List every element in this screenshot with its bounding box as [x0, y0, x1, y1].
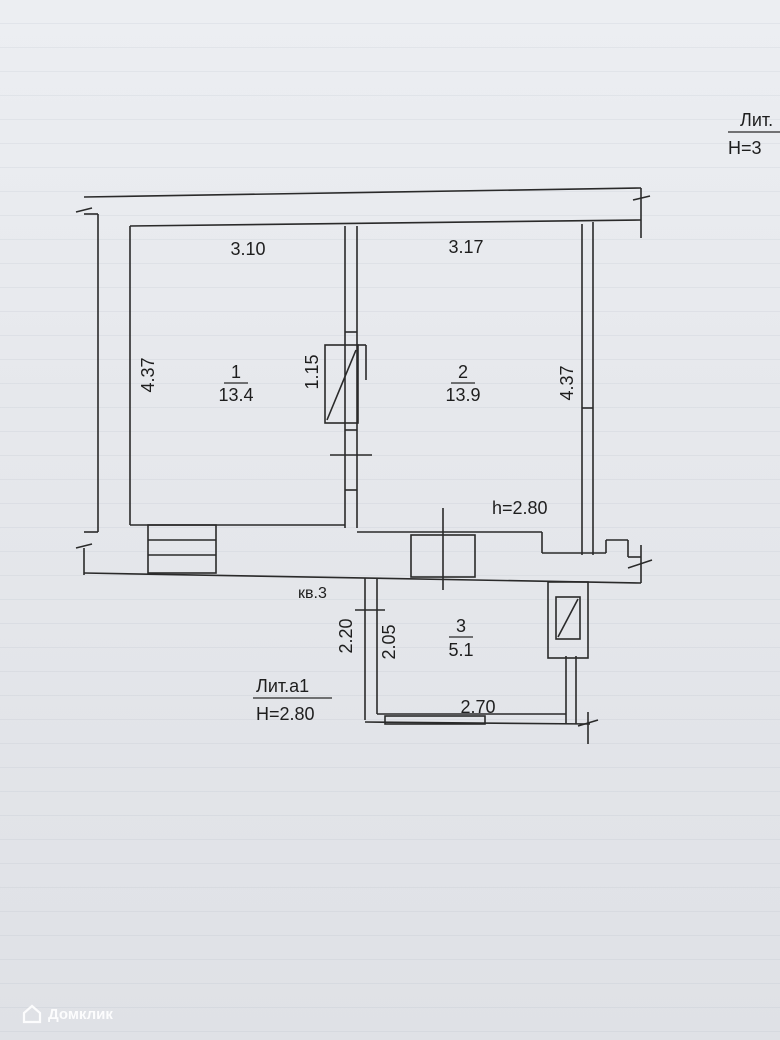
door-1-2 [324, 344, 359, 424]
room3-area: 5.1 [448, 640, 473, 660]
home-logo-icon [22, 1004, 42, 1024]
litera-top-line2: Н=3 [728, 138, 762, 158]
outer-wall-top-outer [83, 187, 642, 198]
ceiling-height: h=2.80 [492, 498, 548, 518]
room1-width: 3.10 [230, 239, 265, 259]
room1-number: 1 [231, 362, 241, 382]
room3-inner-depth: 2.05 [379, 624, 399, 659]
window-room1 [147, 524, 217, 574]
litera-a1-line2: Н=2.80 [256, 704, 315, 724]
watermark-text: Домклик [48, 1005, 113, 1023]
room3-number: 3 [456, 616, 466, 636]
watermark: Домклик [22, 1002, 113, 1026]
litera-a1-line1: Лит.а1 [256, 676, 309, 696]
door-width: 1.15 [302, 354, 322, 389]
room2-width: 3.17 [448, 237, 483, 257]
room3-outer-depth: 2.20 [336, 618, 356, 653]
room3-width: 2.70 [460, 697, 495, 717]
room1-depth: 4.37 [138, 357, 158, 392]
room2-number: 2 [458, 362, 468, 382]
room1-area: 13.4 [218, 385, 253, 405]
outer-wall-top-inner [129, 219, 642, 227]
room2-depth: 4.37 [557, 365, 577, 400]
litera-top-line1: Лит. [740, 110, 773, 130]
apartment-label: кв.3 [298, 585, 327, 602]
stove [547, 581, 589, 659]
room2-area: 13.9 [445, 385, 480, 405]
window-room3 [384, 715, 486, 725]
